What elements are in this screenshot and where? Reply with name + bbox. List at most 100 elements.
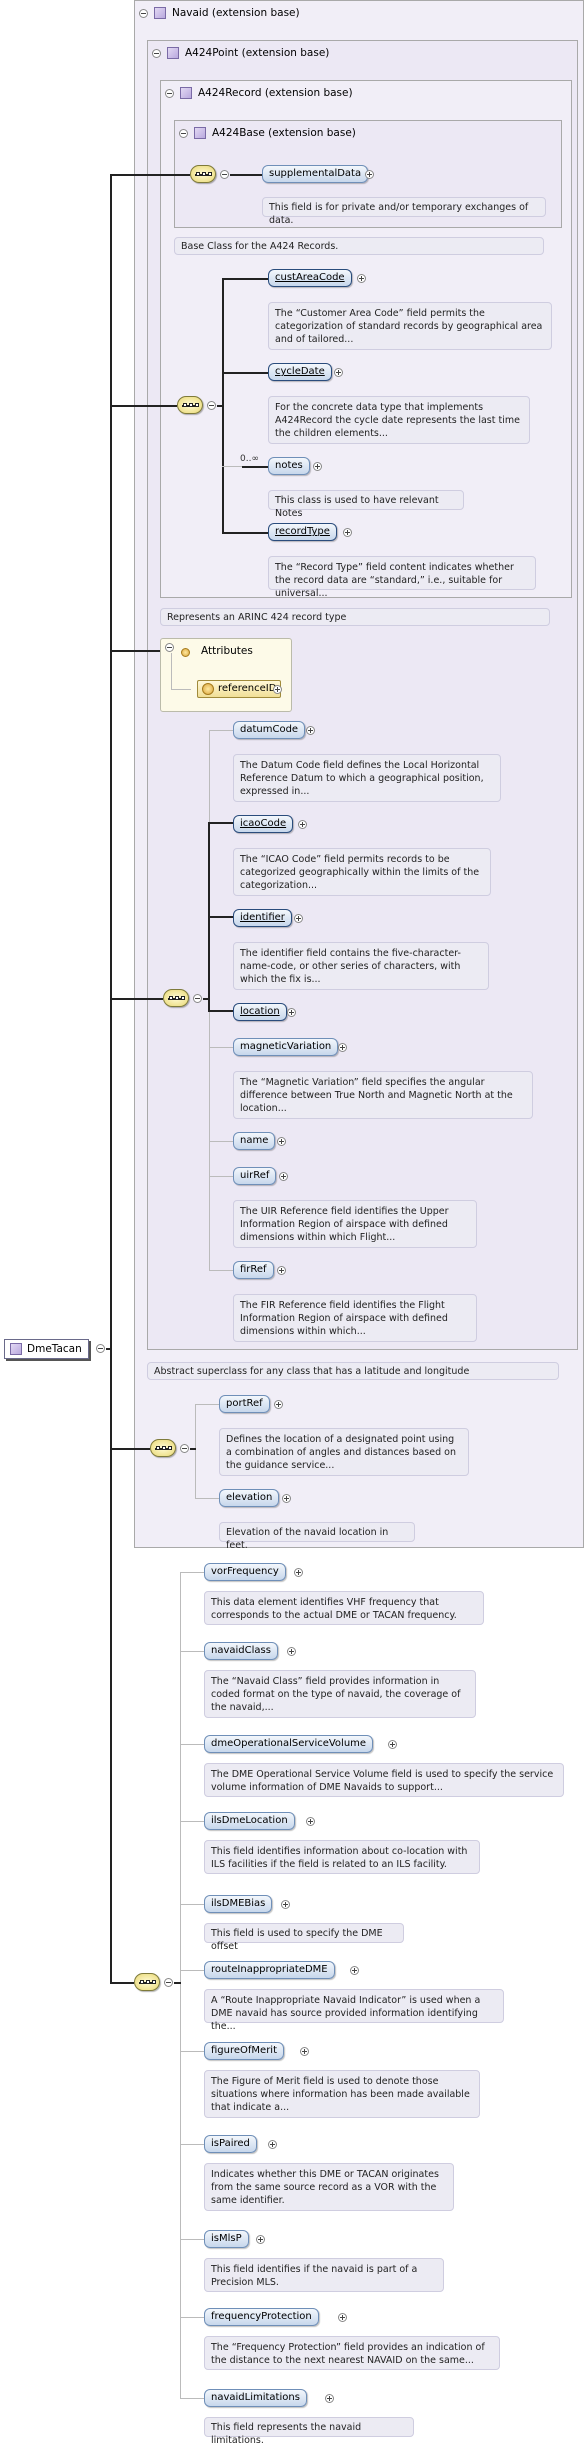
element-routeinappropriatedme[interactable]: routeInappropriateDME	[204, 1961, 335, 1979]
connector	[110, 998, 163, 1000]
element-supplementaldata[interactable]: supplementalData	[262, 165, 369, 183]
collapse-icon[interactable]	[220, 170, 229, 179]
element-notes[interactable]: notes	[268, 457, 310, 475]
expand-icon[interactable]	[298, 820, 307, 829]
connector	[180, 2317, 204, 2318]
sequence-icon[interactable]	[177, 396, 203, 414]
expand-icon[interactable]	[268, 2140, 278, 2149]
connector	[180, 2239, 204, 2240]
connector	[222, 278, 268, 280]
expand-icon[interactable]	[287, 1008, 296, 1017]
expand-icon[interactable]	[281, 1900, 290, 1909]
collapse-icon[interactable]	[164, 1978, 173, 1987]
expand-icon[interactable]	[357, 274, 366, 283]
collapse-icon[interactable]	[180, 1444, 189, 1453]
element-elevation[interactable]: elevation	[219, 1489, 280, 1507]
expand-icon[interactable]	[277, 1137, 286, 1146]
expand-icon[interactable]	[306, 1817, 316, 1826]
a424base-doc: Base Class for the A424 Records.	[174, 237, 544, 255]
element-location[interactable]: location	[233, 1003, 287, 1021]
element-dmeoperationalservicevolume[interactable]: dmeOperationalServiceVolume	[204, 1735, 374, 1753]
element-ispaired[interactable]: isPaired	[204, 2135, 257, 2153]
element-cycledate[interactable]: cycleDate	[268, 363, 332, 381]
sequence-icon[interactable]	[190, 165, 216, 183]
complex-type-icon	[180, 87, 192, 99]
expand-icon[interactable]	[277, 1266, 286, 1275]
collapse-icon[interactable]	[96, 1344, 105, 1353]
connector	[171, 653, 172, 689]
connector	[110, 1448, 150, 1450]
expand-icon[interactable]	[299, 2047, 309, 2056]
expand-icon[interactable]	[293, 1568, 303, 1577]
element-frequencyprotection[interactable]: frequencyProtection	[204, 2308, 319, 2326]
expand-icon[interactable]	[337, 2313, 347, 2322]
element-vorfrequency[interactable]: vorFrequency	[204, 1563, 286, 1581]
collapse-icon[interactable]	[139, 8, 148, 18]
connector	[195, 1498, 219, 1499]
element-figureofmerit[interactable]: figureOfMerit	[204, 2042, 285, 2060]
sequence-icon[interactable]	[150, 1439, 176, 1457]
connector	[180, 2144, 204, 2145]
a424base-header: A424Base (extension base)	[179, 125, 356, 141]
collapse-icon[interactable]	[165, 643, 174, 652]
expand-icon[interactable]	[338, 1043, 347, 1052]
element-custareacode[interactable]: custAreaCode	[268, 269, 352, 287]
expand-icon[interactable]	[287, 1647, 297, 1656]
element-uirref[interactable]: uirRef	[233, 1167, 277, 1185]
element-doc: The Figure of Merit field is used to den…	[204, 2070, 480, 2118]
element-navaidclass[interactable]: navaidClass	[204, 1642, 278, 1660]
element-doc: Indicates whether this DME or TACAN orig…	[204, 2163, 454, 2211]
element-datumcode[interactable]: datumCode	[233, 721, 306, 739]
sequence-icon[interactable]	[134, 1973, 160, 1991]
connector	[230, 174, 262, 176]
element-navaidlimitations[interactable]: navaidLimitations	[204, 2389, 307, 2407]
collapse-icon[interactable]	[193, 994, 202, 1003]
root-element-dmetacan[interactable]: DmeTacan	[4, 1339, 89, 1359]
element-ilsdmebias[interactable]: ilsDMEBias	[204, 1895, 273, 1913]
element-doc: This field represents the navaid limitat…	[204, 2417, 414, 2446]
expand-icon[interactable]	[273, 685, 282, 694]
element-recordtype[interactable]: recordType	[268, 523, 337, 541]
expand-icon[interactable]	[334, 368, 343, 377]
expand-icon[interactable]	[274, 1400, 283, 1409]
collapse-icon[interactable]	[179, 128, 188, 138]
element-ismlsp[interactable]: isMlsP	[204, 2230, 249, 2248]
expand-icon[interactable]	[343, 528, 352, 537]
element-icaocode[interactable]: icaoCode	[233, 815, 294, 833]
connector	[174, 1982, 181, 1984]
expand-icon[interactable]	[325, 2394, 335, 2403]
connector	[242, 466, 268, 468]
a424point-title: A424Point (extension base)	[185, 47, 330, 59]
expand-icon[interactable]	[255, 2235, 265, 2244]
attribute-referenceid[interactable]: referenceID	[197, 680, 282, 698]
connector	[171, 689, 191, 690]
element-firref[interactable]: firRef	[233, 1261, 274, 1279]
connector	[209, 1047, 233, 1048]
a424base-title: A424Base (extension base)	[212, 127, 356, 139]
element-magneticvariation[interactable]: magneticVariation	[233, 1038, 339, 1056]
expand-icon[interactable]	[365, 170, 374, 179]
root-element-label: DmeTacan	[27, 1343, 82, 1355]
element-portref[interactable]: portRef	[219, 1395, 270, 1413]
expand-icon[interactable]	[313, 462, 322, 471]
expand-icon[interactable]	[306, 726, 315, 735]
element-identifier[interactable]: identifier	[233, 909, 292, 927]
element-doc: This field identifies information about …	[204, 1840, 480, 1874]
expand-icon[interactable]	[294, 914, 303, 923]
collapse-icon[interactable]	[152, 48, 161, 58]
cardinality-label: 0..∞	[240, 454, 259, 464]
expand-icon[interactable]	[388, 1740, 398, 1749]
element-doc: This field identifies if the navaid is p…	[204, 2258, 444, 2292]
a424record-title: A424Record (extension base)	[198, 87, 353, 99]
connector	[110, 174, 190, 176]
sequence-icon[interactable]	[163, 989, 189, 1007]
expand-icon[interactable]	[282, 1494, 291, 1503]
expand-icon[interactable]	[279, 1172, 288, 1181]
element-ilsdmelocation[interactable]: ilsDmeLocation	[204, 1812, 295, 1830]
connector	[222, 278, 224, 532]
element-name[interactable]: name	[233, 1132, 276, 1150]
element-doc: The DME Operational Service Volume field…	[204, 1763, 564, 1797]
expand-icon[interactable]	[350, 1966, 360, 1975]
collapse-icon[interactable]	[165, 88, 174, 98]
collapse-icon[interactable]	[207, 401, 216, 410]
